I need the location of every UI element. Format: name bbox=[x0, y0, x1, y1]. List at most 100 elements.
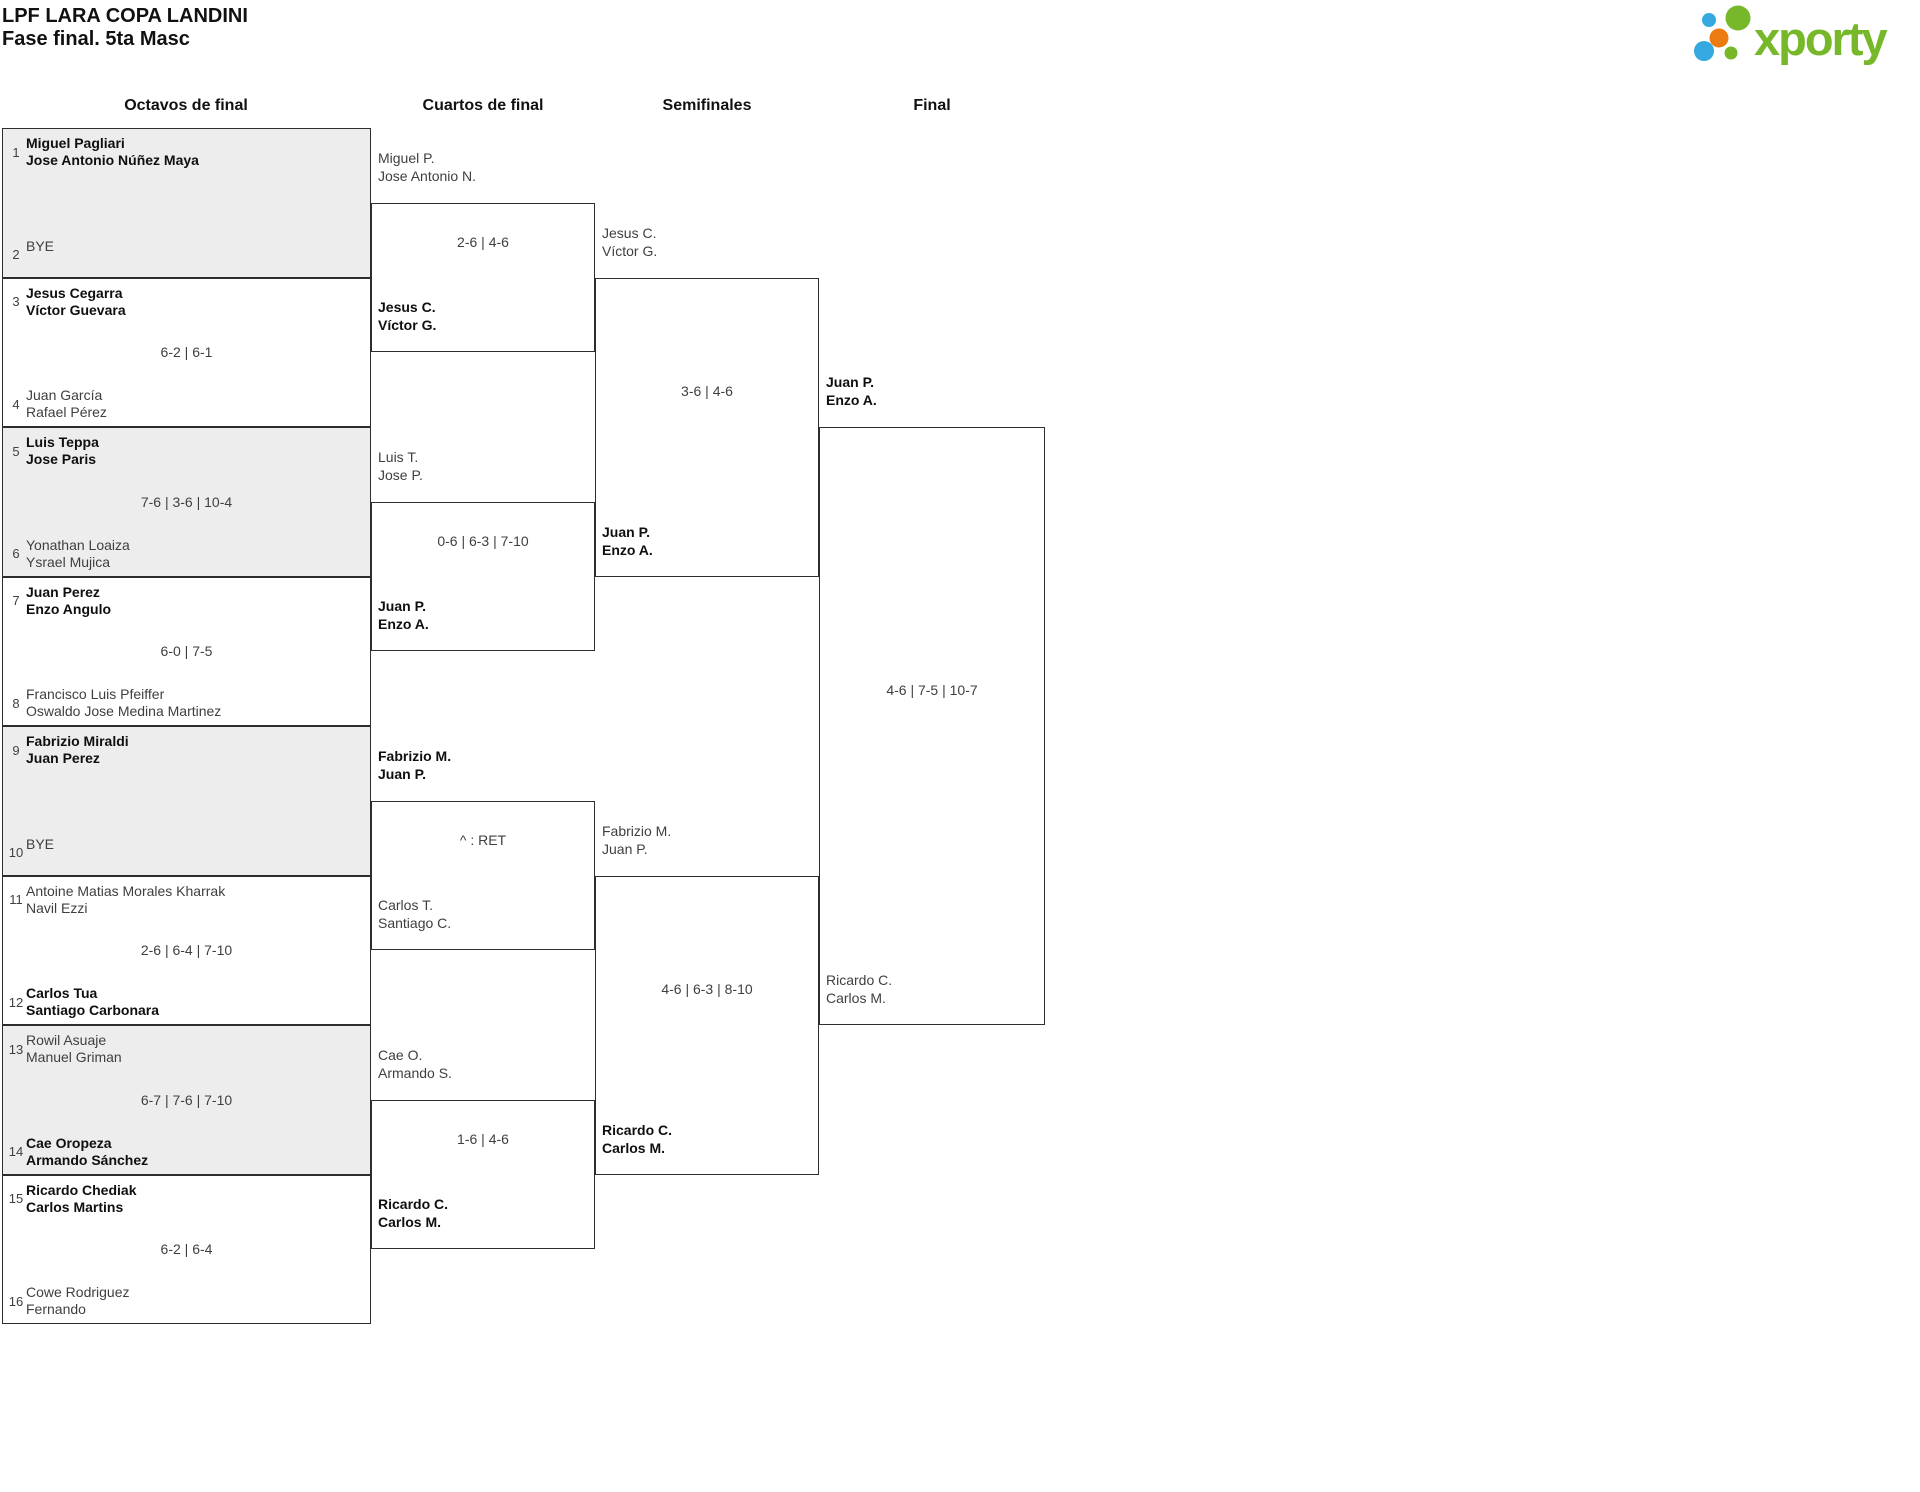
team-name: Juan Perez bbox=[26, 583, 100, 600]
team-name: Enzo A. bbox=[826, 392, 877, 408]
advancing-team: Jesus C.Víctor G. bbox=[378, 298, 590, 334]
match-score: 6-2 | 6-4 bbox=[160, 1241, 213, 1258]
team-name: Cae Oropeza bbox=[26, 1134, 112, 1151]
team-name: Carlos Martins bbox=[26, 1198, 124, 1215]
team-name: Jose Paris bbox=[26, 451, 97, 467]
match-score: 4-6 | 6-3 | 8-10 bbox=[661, 981, 753, 997]
advancing-team: Luis T.Jose P. bbox=[378, 448, 590, 484]
team-name: Carlos Tua bbox=[26, 985, 98, 1001]
seed-number: 7 bbox=[12, 593, 20, 608]
seed-number: 2 bbox=[12, 247, 20, 262]
team-name: Ysrael Mujica bbox=[26, 553, 111, 570]
match-box-cuartos-1 bbox=[371, 202, 595, 353]
match-score: 6-0 | 7-5 bbox=[160, 643, 213, 660]
advancing-team: Juan P.Enzo A. bbox=[826, 373, 1040, 409]
team-name: Rafael Pérez bbox=[26, 404, 107, 420]
team-name: Jose Antonio Núñez Maya bbox=[26, 152, 199, 168]
round-header-final: Final bbox=[913, 97, 951, 114]
advancing-team: Miguel P.Jose Antonio N. bbox=[378, 149, 590, 185]
match-score: 6-2 | 6-1 bbox=[160, 344, 213, 361]
team-name: Navil Ezzi bbox=[26, 899, 88, 916]
seed-number: 12 bbox=[8, 994, 24, 1010]
match-score: 7-6 | 3-6 | 10-4 bbox=[140, 493, 233, 510]
team-name: Fabrizio M. bbox=[378, 747, 452, 764]
team-name: Cowe Rodriguez bbox=[26, 1284, 130, 1300]
match-score: 4-6 | 7-5 | 10-7 bbox=[886, 682, 978, 698]
team-name: Enzo A. bbox=[378, 616, 429, 633]
team-name: Carlos M. bbox=[826, 990, 886, 1006]
team-name: Víctor Guevara bbox=[26, 301, 126, 318]
advancing-team: Ricardo C.Carlos M. bbox=[602, 1121, 814, 1157]
match-score: 6-7 | 7-6 | 7-10 bbox=[140, 1091, 233, 1108]
xporty-logo-text: xporty bbox=[1754, 12, 1888, 65]
team-name: Juan P. bbox=[378, 765, 426, 782]
seed-number: 8 bbox=[12, 695, 20, 711]
match-score: 1-6 | 4-6 bbox=[457, 1130, 509, 1147]
match-box-semifinales-2 bbox=[595, 875, 819, 1175]
seed-number: 5 bbox=[12, 443, 20, 459]
match-box-semifinales-1 bbox=[595, 277, 819, 577]
match-score: ^ : RET bbox=[459, 831, 507, 848]
team-name: Cae O. bbox=[378, 1046, 423, 1063]
seed-number: 6 bbox=[12, 546, 20, 561]
team-name: BYE bbox=[26, 237, 55, 254]
team-name: Luis T. bbox=[378, 448, 419, 465]
team-names: BYE bbox=[26, 238, 54, 272]
tournament-title: LPF LARA COPA LANDINI bbox=[2, 5, 248, 27]
match-box-cuartos-4 bbox=[371, 1099, 595, 1250]
xporty-logo[interactable]: xporty bbox=[1686, 2, 1916, 66]
team-name: Santiago C. bbox=[378, 915, 452, 932]
seed-number: 10 bbox=[8, 845, 24, 860]
team-name: Carlos M. bbox=[602, 1139, 666, 1156]
match-score: 3-6 | 4-6 bbox=[681, 383, 733, 399]
team-name: Yonathan Loaiza bbox=[26, 536, 130, 553]
seed-number: 14 bbox=[8, 1144, 24, 1159]
team-name: Ricardo C. bbox=[378, 1196, 449, 1213]
team-name: Ricardo C. bbox=[602, 1121, 673, 1138]
team-name: Miguel P. bbox=[378, 149, 435, 166]
team-name: Carlos M. bbox=[378, 1214, 442, 1231]
team-name: Manuel Griman bbox=[26, 1049, 122, 1065]
team-name: Santiago Carbonara bbox=[26, 1002, 160, 1018]
seed-number: 4 bbox=[12, 396, 20, 412]
team-name: Ricardo Chediak bbox=[26, 1181, 137, 1198]
seed-number: 1 bbox=[12, 144, 20, 160]
advancing-team: Jesus C.Víctor G. bbox=[602, 224, 814, 260]
tournament-title-block: LPF LARA COPA LANDINI Fase final. 5ta Ma… bbox=[2, 5, 248, 51]
round-header-octavos: Octavos de final bbox=[124, 97, 248, 114]
team-name: Rowil Asuaje bbox=[26, 1032, 107, 1048]
team-name: Antoine Matias Morales Kharrak bbox=[26, 882, 226, 899]
team-name: Jose Antonio N. bbox=[378, 167, 477, 184]
advancing-team: Fabrizio M.Juan P. bbox=[602, 822, 814, 858]
team-name: Fernando bbox=[26, 1301, 86, 1317]
seed-number: 3 bbox=[12, 294, 20, 309]
team-name: BYE bbox=[26, 835, 55, 852]
match-score: 0-6 | 6-3 | 7-10 bbox=[437, 532, 529, 549]
team-name: Fabrizio Miraldi bbox=[26, 733, 129, 749]
team-name: Juan P. bbox=[602, 523, 650, 540]
round-header-cuartos: Cuartos de final bbox=[422, 97, 544, 114]
team-name: Jesus C. bbox=[378, 299, 436, 316]
advancing-team: Carlos T.Santiago C. bbox=[378, 896, 590, 932]
round-header-semifinales: Semifinales bbox=[662, 97, 752, 114]
